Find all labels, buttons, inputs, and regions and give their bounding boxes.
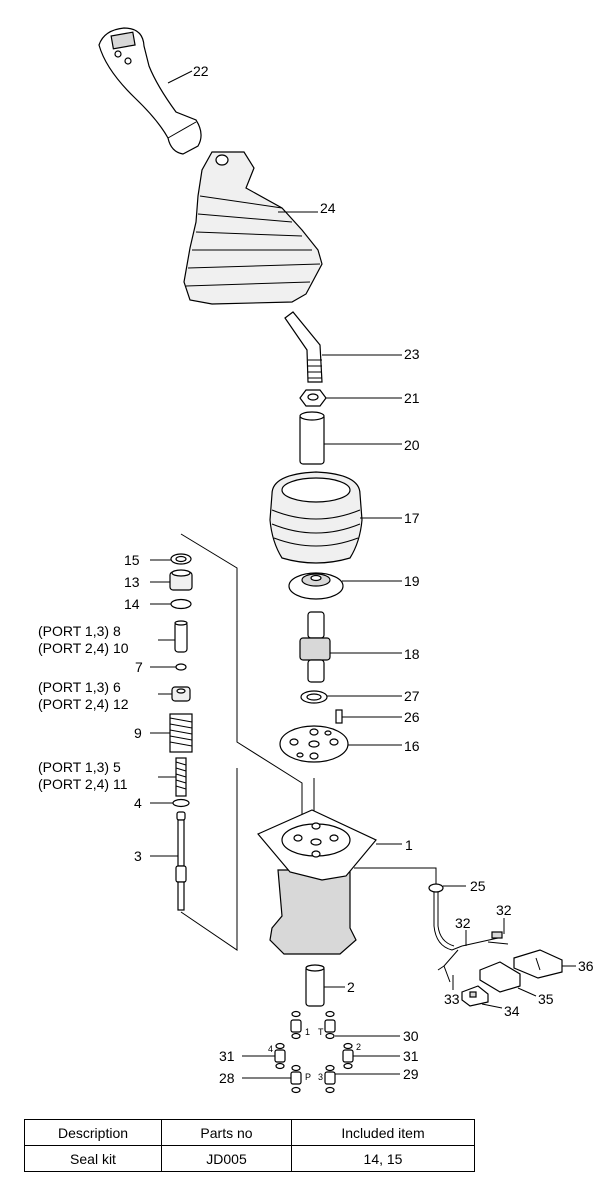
label-21: 21	[404, 390, 420, 406]
label-19: 19	[404, 573, 420, 589]
label-3: 3	[134, 848, 142, 864]
label-10: (PORT 2,4) 10	[38, 640, 129, 656]
label-17: 17	[404, 510, 420, 526]
label-31b: 31	[403, 1048, 419, 1064]
label-7: 7	[135, 659, 143, 675]
part-14-o-ring	[170, 598, 192, 610]
part-20-sleeve	[299, 411, 325, 465]
part-25-cable	[428, 883, 463, 951]
part-21-nut	[299, 389, 327, 407]
part-5-11-spring	[175, 757, 187, 797]
part-26-pin	[335, 709, 343, 724]
label-34: 34	[504, 1003, 520, 1019]
port-label-2: 2	[356, 1042, 361, 1052]
header-included-item: Included item	[291, 1119, 475, 1146]
part-22-joystick-grip	[98, 27, 202, 155]
label-12: (PORT 2,4) 12	[38, 696, 129, 712]
label-23: 23	[404, 346, 420, 362]
port-label-3: 3	[318, 1072, 323, 1082]
seal-kit-table: Description Parts no Included item Seal …	[24, 1119, 475, 1172]
label-4: 4	[134, 795, 142, 811]
part-6-12-spring-seat	[171, 686, 191, 702]
part-8-10-push-rod	[174, 620, 188, 653]
table-row: Seal kit JD005 14, 15	[24, 1145, 475, 1172]
label-28: 28	[219, 1070, 235, 1086]
label-8: (PORT 1,3) 8	[38, 623, 121, 639]
label-36: 36	[578, 958, 594, 974]
label-25: 25	[470, 878, 486, 894]
part-35-connector	[479, 961, 521, 993]
label-29: 29	[403, 1066, 419, 1082]
label-33: 33	[444, 991, 460, 1007]
part-16-plate	[279, 725, 349, 763]
part-17-cover	[269, 471, 363, 564]
part-2-spool	[305, 964, 325, 1007]
label-30: 30	[403, 1028, 419, 1044]
label-24: 24	[320, 200, 336, 216]
header-description: Description	[24, 1119, 162, 1146]
label-6: (PORT 1,3) 6	[38, 679, 121, 695]
cell-description: Seal kit	[24, 1145, 162, 1172]
label-18: 18	[404, 646, 420, 662]
port-label-4: 4	[268, 1044, 273, 1054]
port-label-p: P	[305, 1072, 311, 1082]
label-9: 9	[134, 725, 142, 741]
part-1-body	[257, 809, 377, 955]
part-27-washer	[300, 690, 328, 704]
header-parts-no: Parts no	[161, 1119, 292, 1146]
cell-included-item: 14, 15	[291, 1145, 475, 1172]
label-1: 1	[405, 837, 413, 853]
part-32-terminal	[461, 931, 509, 947]
label-32b: 32	[496, 902, 512, 918]
part-15-ring	[170, 553, 192, 565]
part-9-spring	[169, 713, 193, 753]
part-24-rubber-boot	[183, 151, 323, 305]
port-label-1: 1	[305, 1027, 310, 1037]
part-4-washer	[172, 798, 190, 808]
part-23-lever-rod	[284, 311, 323, 383]
part-33-terminal	[437, 949, 459, 983]
label-26: 26	[404, 709, 420, 725]
label-2: 2	[347, 979, 355, 995]
part-13-plug	[169, 569, 193, 591]
port-fittings	[274, 1010, 354, 1094]
port-label-t: T	[318, 1027, 324, 1037]
label-11: (PORT 2,4) 11	[38, 776, 128, 792]
table-header-row: Description Parts no Included item	[24, 1119, 475, 1146]
part-19-plate	[288, 572, 344, 600]
label-14: 14	[124, 596, 140, 612]
label-31a: 31	[219, 1048, 235, 1064]
part-34-connector	[461, 985, 489, 1007]
cell-parts-no: JD005	[161, 1145, 292, 1172]
label-35: 35	[538, 991, 554, 1007]
label-27: 27	[404, 688, 420, 704]
label-22: 22	[193, 63, 209, 79]
label-5: (PORT 1,3) 5	[38, 759, 121, 775]
part-18-universal-joint	[299, 611, 331, 683]
part-36-connector	[513, 949, 563, 979]
label-32a: 32	[455, 915, 471, 931]
label-13: 13	[124, 574, 140, 590]
part-3-spool	[175, 811, 187, 911]
label-16: 16	[404, 738, 420, 754]
label-15: 15	[124, 552, 140, 568]
part-7-washer	[175, 663, 187, 671]
label-20: 20	[404, 437, 420, 453]
